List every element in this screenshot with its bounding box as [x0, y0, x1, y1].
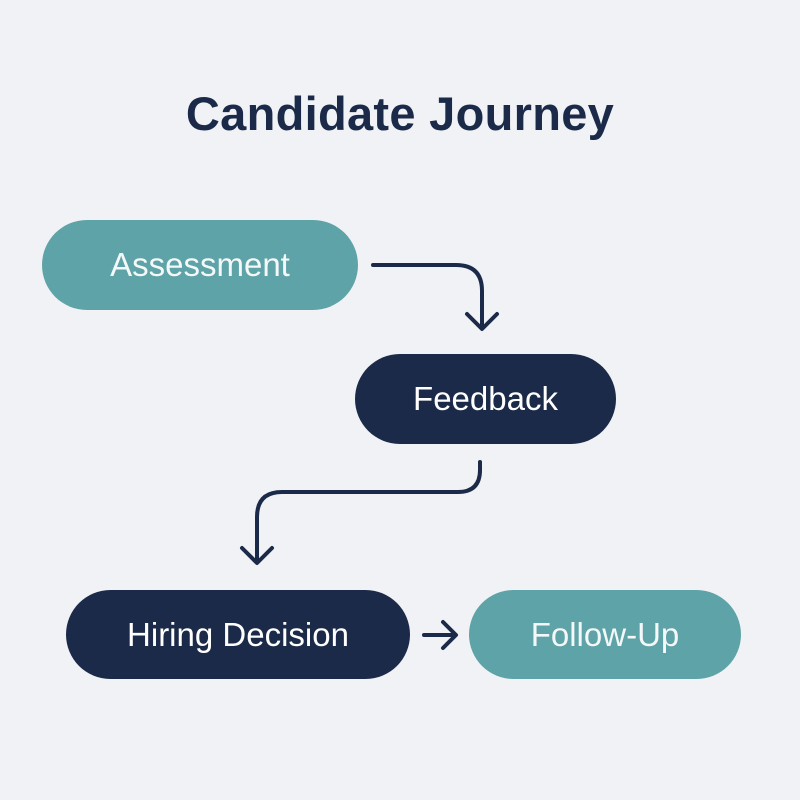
- arrowhead-icon: [465, 312, 499, 331]
- node-feedback: Feedback: [355, 354, 616, 444]
- node-label: Follow-Up: [530, 615, 680, 653]
- arrowhead-icon: [441, 620, 458, 650]
- diagram-title: Candidate Journey: [185, 87, 615, 140]
- node-assessment: Assessment: [42, 220, 358, 310]
- node-hiring-decision: Hiring Decision: [66, 590, 410, 679]
- node-label: Feedback: [413, 380, 558, 417]
- node-follow-up: Follow-Up: [469, 590, 741, 679]
- arrow-assessment-to-feedback: [371, 263, 484, 330]
- node-label: Assessment: [110, 246, 290, 283]
- arrow-feedback-to-hiring-decision: [255, 460, 482, 564]
- arrowhead-icon: [240, 546, 274, 565]
- node-label: Hiring Decision: [127, 615, 349, 653]
